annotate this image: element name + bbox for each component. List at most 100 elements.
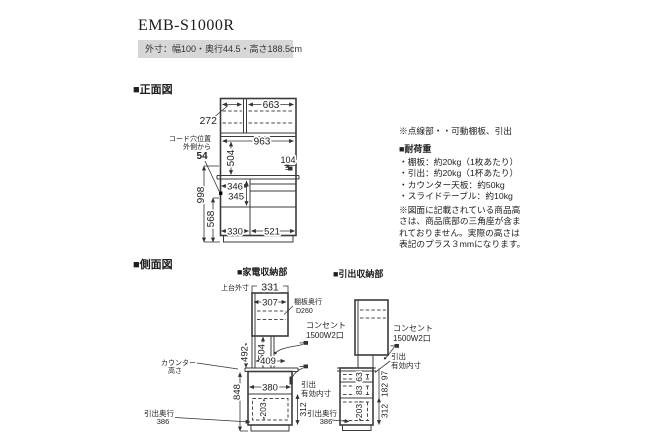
outlet-label-appliance: コンセント 1500W2口	[306, 321, 346, 340]
drawer-depth-label-appliance: 引出奥行 386	[144, 408, 251, 426]
shelf-depth-label: 棚板奥行 D260	[283, 297, 322, 315]
svg-text:331: 331	[261, 282, 279, 294]
product-code-title: EMB-S1000R	[138, 17, 235, 34]
svg-text:848: 848	[232, 384, 243, 400]
svg-text:1500W2口: 1500W2口	[306, 331, 344, 340]
svg-text:外側から: 外側から	[183, 142, 211, 151]
svg-text:386: 386	[320, 417, 333, 426]
svg-text:346: 346	[227, 182, 243, 193]
drawer-inner-label-appliance: 引出 有効内寸	[301, 379, 331, 398]
dim-97: 97	[378, 368, 391, 382]
svg-text:963: 963	[254, 137, 271, 148]
dim-963: 963	[222, 135, 294, 149]
svg-text:コンセント: コンセント	[393, 324, 433, 333]
dim-504-front: 504	[224, 141, 239, 175]
dim-345: 345	[226, 180, 249, 206]
dim-330: 330	[221, 225, 249, 239]
section-label-appliance-storage: ■家電収納部	[237, 267, 288, 277]
load-item-shelf: ・棚板：約20kg（1枚あたり）	[399, 157, 519, 167]
outlet-label-drawer: コンセント 1500W2口	[393, 324, 433, 343]
dim-848: 848	[230, 372, 248, 432]
dim-182: 182	[378, 381, 392, 399]
dotted-line-note: ※点線部・・可動棚板、引出	[399, 126, 512, 136]
load-capacity-title: ■耐荷重	[399, 144, 432, 154]
svg-text:引出: 引出	[391, 351, 406, 361]
load-item-drawer: ・引出：約20kg（1杯あたり）	[399, 168, 519, 179]
svg-text:コンセント: コンセント	[306, 321, 346, 330]
load-item-slide-table: ・スライドテーブル：約10kg	[399, 190, 513, 201]
product-height-note: ※図面に記載されている商品高 さは、商品底部の三角座が含ま れておりません。実際…	[399, 205, 526, 249]
svg-text:54: 54	[196, 151, 208, 162]
svg-text:492: 492	[240, 346, 251, 362]
svg-text:998: 998	[196, 186, 207, 203]
svg-text:409: 409	[260, 356, 276, 367]
svg-text:棚板奥行: 棚板奥行	[294, 297, 322, 306]
drawer-depth-label-drawer: 引出奥行 386	[307, 408, 350, 426]
cord-hole-dot	[219, 191, 223, 195]
svg-text:663: 663	[263, 100, 280, 111]
section-label-drawer-storage: ■引出収納部	[333, 269, 384, 279]
svg-text:63: 63	[354, 372, 364, 382]
svg-text:有効内寸: 有効内寸	[391, 360, 421, 370]
svg-text:83: 83	[354, 385, 364, 395]
svg-text:上台外寸: 上台外寸	[221, 283, 249, 292]
dim-380: 380	[249, 381, 291, 395]
svg-text:307: 307	[262, 298, 278, 309]
movable-shelf-dashed-lines-drawer	[360, 309, 386, 319]
svg-text:504: 504	[226, 149, 237, 166]
counter-height-label: カウンター 高さ	[161, 358, 239, 375]
dim-312-drawer: 312	[376, 397, 391, 425]
dim-331: 331 上台外寸	[221, 280, 289, 295]
svg-text:有効内寸: 有効内寸	[301, 388, 331, 398]
drawer-side-drawing: コンセント 1500W2口 引出 有効内寸	[307, 299, 433, 431]
dim-663: 663	[248, 98, 294, 113]
dim-63: 63	[352, 370, 366, 383]
svg-text:高さ: 高さ	[168, 366, 182, 375]
movable-shelf-dashed-lines-front	[222, 110, 294, 124]
counter-top-front	[216, 175, 300, 180]
svg-text:521: 521	[264, 227, 280, 238]
dim-346: 346	[221, 180, 249, 194]
svg-text:D260: D260	[296, 308, 313, 315]
outlet-plug-icon-front	[285, 166, 293, 171]
movable-shelf-dashed-lines-appliance	[257, 310, 286, 320]
dim-521: 521	[251, 225, 295, 239]
svg-text:504: 504	[257, 344, 268, 360]
load-item-counter: ・カウンター天板：約50kg	[399, 179, 505, 190]
dim-998: 998	[194, 165, 220, 243]
cord-hole-label: コード穴位置 外側から 54	[169, 134, 220, 193]
svg-text:コード穴位置: コード穴位置	[169, 134, 211, 143]
svg-text:345: 345	[228, 192, 244, 203]
svg-text:引出: 引出	[301, 379, 316, 389]
appliance-side-drawing: 331 上台外寸 307 棚板奥行 D260 492 504	[144, 280, 346, 432]
drawer-box-dashed-appliance	[252, 398, 289, 421]
svg-text:203: 203	[258, 402, 268, 416]
dim-83: 83	[352, 384, 366, 397]
dim-307: 307	[253, 296, 287, 310]
svg-text:引出奥行: 引出奥行	[144, 408, 174, 418]
dim-409: 409	[255, 354, 286, 369]
outlet-plug-icon-drawer	[383, 344, 399, 360]
load-capacity-list: ・棚板：約20kg（1枚あたり） ・引出：約20kg（1杯あたり） ・カウンター…	[399, 157, 518, 202]
svg-text:568: 568	[206, 210, 217, 227]
svg-text:カウンター: カウンター	[161, 358, 196, 367]
outlet-plug-icon-appliance-upper	[274, 341, 308, 355]
svg-text:386: 386	[157, 417, 170, 426]
svg-text:97: 97	[380, 371, 390, 381]
svg-text:312: 312	[380, 404, 390, 418]
outlet-plug-icon-appliance-lower	[289, 364, 308, 385]
svg-text:1500W2口: 1500W2口	[393, 334, 431, 343]
svg-text:104: 104	[280, 155, 295, 165]
svg-text:272: 272	[199, 115, 217, 127]
drawer-box-dashed-rows	[343, 374, 369, 421]
dim-568: 568	[204, 197, 219, 243]
svg-text:203: 203	[354, 404, 364, 418]
svg-text:330: 330	[227, 227, 243, 238]
svg-text:380: 380	[262, 383, 278, 394]
section-label-front-view: ■正面図	[133, 84, 173, 96]
svg-text:引出奥行: 引出奥行	[307, 408, 337, 418]
dim-312-appliance: 312	[295, 394, 310, 425]
drawer-inner-label-drawer: 引出 有効内寸	[374, 351, 421, 373]
